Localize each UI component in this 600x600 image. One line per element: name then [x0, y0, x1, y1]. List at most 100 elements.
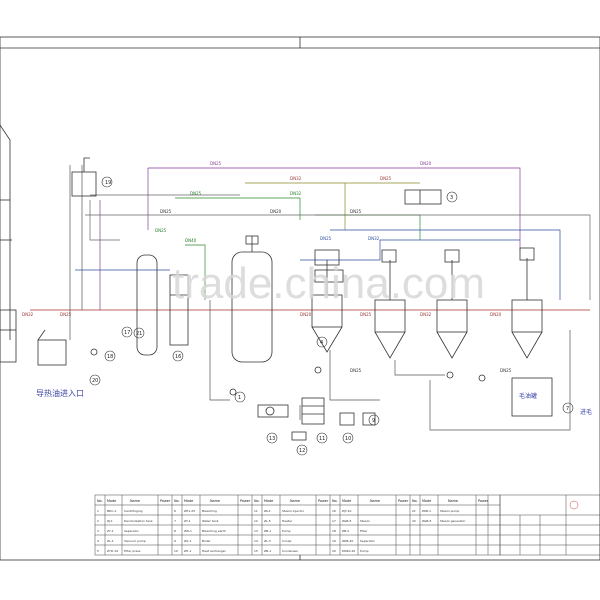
top-left-tank: [71, 171, 97, 197]
tag-18: 18: [107, 354, 113, 360]
crude-oil-tank: [511, 377, 553, 417]
table-cell: 9: [174, 539, 176, 543]
watermark: trade.china.com: [172, 259, 485, 308]
table-cell: Separator: [360, 539, 376, 543]
pipe-label: DN40: [185, 238, 197, 243]
table-cell: 16: [332, 509, 336, 513]
table-cell: ZH1-25: [184, 509, 195, 513]
table-cell: ZL-3: [264, 539, 271, 543]
table-header-cell: Name: [290, 499, 300, 503]
crude-tank-label: 毛油罐: [519, 392, 537, 400]
pump-cone1: [314, 366, 322, 374]
table-header-cell: Power: [160, 499, 171, 503]
right-edge-label: 进毛: [580, 408, 592, 416]
table-cell: ZJT-10: [342, 509, 351, 513]
reactor-main: [231, 235, 273, 363]
table-cell: 11: [254, 509, 258, 513]
table-cell: ZJ-1: [107, 519, 113, 523]
table-cell: ZW-1: [184, 529, 192, 533]
table-cell: ZB-2: [342, 529, 349, 533]
table-cell: ZYD-10: [107, 549, 118, 553]
table-cell: ZGB-5: [342, 519, 352, 523]
tag-10: 10: [345, 436, 351, 442]
equipment-tag-numbers: 19 20 18 17 21 16 1 13 12 11 10 9 3 4 7: [92, 180, 569, 454]
pipe-label: DN20: [420, 161, 432, 166]
pump-17: [90, 348, 98, 356]
table-header-cell: Power: [478, 499, 489, 503]
table-cell: 13: [254, 529, 258, 533]
table-cell: Condenser: [282, 549, 299, 553]
table-cell: ZB-1: [264, 549, 271, 553]
table-header-cell: Mode: [342, 499, 351, 503]
table-cell: Pump: [360, 549, 369, 553]
heat-inlet-box: [37, 339, 67, 366]
pipe-label: DN25: [160, 209, 172, 214]
table-cell: ZDB-20: [342, 539, 353, 543]
tag-1: 1: [238, 395, 241, 401]
table-header-cell: No.: [254, 499, 260, 503]
cone-vessel-3: [436, 249, 468, 359]
pipe-label: DN25: [155, 228, 167, 233]
table-cell: Heater: [282, 519, 293, 523]
heat-inlet-label: 导热油进入口: [36, 388, 84, 398]
table-cell: 6: [174, 509, 176, 513]
table-cell: 2: [97, 519, 99, 523]
table-cell: Bleaching earth: [202, 529, 226, 533]
column-tower: [0, 124, 17, 363]
vessel-16: [136, 254, 158, 356]
pipe-label: DN32: [290, 191, 302, 196]
table-cell: Deodorization tank: [124, 519, 153, 523]
pipelines: [30, 165, 591, 431]
table-cell: Bleaching: [202, 509, 217, 513]
pipe-label: DN25: [190, 191, 202, 196]
vessel-15: [169, 274, 189, 346]
table-cell: 22: [412, 519, 416, 523]
table-cell: ZQ-1: [184, 539, 192, 543]
table-cell: 3: [97, 529, 99, 533]
table-cell: Vacuum pump: [124, 539, 146, 543]
table-cell: 8: [174, 529, 176, 533]
table-header-cell: Name: [370, 499, 380, 503]
table-header-cell: Mode: [184, 499, 193, 503]
table-cell: 7: [174, 519, 176, 523]
table-header-cell: Mode: [264, 499, 273, 503]
drawing-frame: [0, 36, 600, 561]
parts-table: No. Mode Name Power No. Mode Name Power …: [94, 494, 501, 556]
table-cell: Water tank: [202, 519, 219, 523]
table-header-cell: Name: [130, 499, 140, 503]
table-header-cell: No.: [97, 499, 103, 503]
table-header-cell: No.: [332, 499, 338, 503]
table-cell: Pump: [282, 529, 291, 533]
table-cell: ZK-1: [264, 509, 271, 513]
pump-cone3: [446, 371, 454, 379]
table-cell: DN40-20: [342, 549, 355, 553]
tag-13: 13: [269, 436, 275, 442]
table-header-cell: Power: [398, 499, 409, 503]
pipe-label: DN32: [22, 312, 34, 317]
table-header-cell: Name: [448, 499, 458, 503]
table-cell: Cooler: [282, 539, 292, 543]
table-cell: ZY-1: [184, 519, 191, 523]
table-cell: Filter: [360, 529, 368, 533]
table-cell: ZKB-1: [422, 509, 431, 513]
pipe-label: DN20: [270, 209, 282, 214]
pump-group-lower: [257, 397, 376, 441]
table-cell: ZB-1: [264, 529, 271, 533]
separator-3: [404, 189, 442, 205]
table-cell: ZL-1: [107, 539, 114, 543]
table-header-cell: Power: [240, 499, 251, 503]
table-cell: 5: [97, 549, 99, 553]
table-header-cell: Power: [318, 499, 329, 503]
pipe-label: DN25: [210, 161, 222, 166]
table-cell: 1: [97, 509, 99, 513]
table-cell: Steam: [360, 519, 370, 523]
tag-20: 20: [92, 378, 98, 384]
table-cell: 12: [254, 519, 258, 523]
pipe-label: DN32: [290, 176, 302, 181]
table-cell: 15: [254, 549, 258, 553]
pipe-label: DN32: [420, 312, 432, 317]
tag-9: 9: [372, 418, 375, 424]
table-cell: Boiler: [202, 539, 211, 543]
